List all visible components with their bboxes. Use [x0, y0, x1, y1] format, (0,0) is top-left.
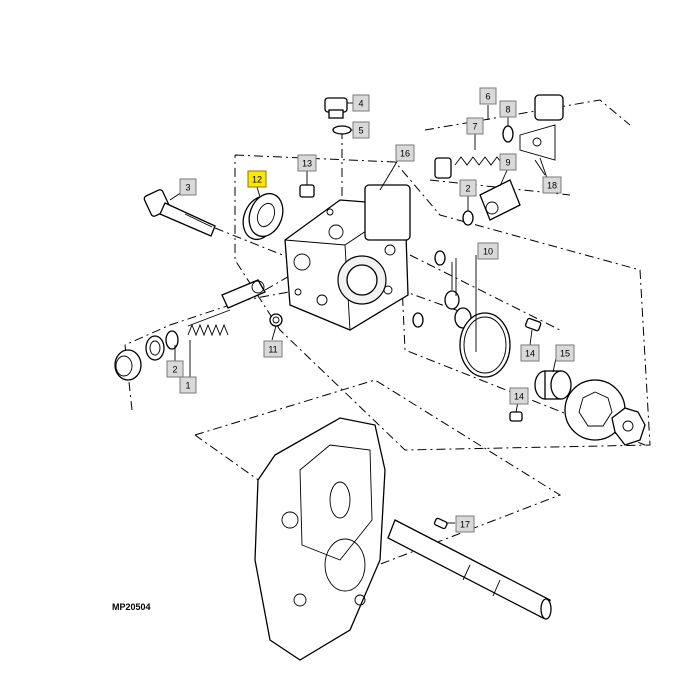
pin-upper: [524, 317, 542, 332]
washer-left: [145, 335, 165, 361]
main-housing: [254, 417, 386, 661]
bearing-highlighted: [242, 192, 284, 241]
top-oring: [332, 125, 352, 135]
callout-15: 15: [555, 344, 575, 362]
callout-4: 4: [352, 94, 370, 112]
callout-17: 17: [455, 515, 475, 533]
svg-text:9: 9: [505, 158, 510, 168]
callout-7: 7: [466, 117, 484, 135]
svg-text:15: 15: [560, 349, 570, 359]
svg-text:6: 6: [485, 92, 490, 102]
callout-3: 3: [179, 178, 197, 196]
svg-text:10: 10: [483, 247, 493, 257]
svg-text:7: 7: [472, 122, 477, 132]
svg-text:14: 14: [525, 349, 535, 359]
spring: [187, 309, 231, 337]
pin-lower: [509, 411, 523, 422]
callout-11: 11: [263, 340, 283, 358]
svg-text:12: 12: [252, 175, 262, 185]
upper-right-assembly: [434, 94, 564, 226]
svg-text:1: 1: [185, 381, 190, 391]
callout-16: 16: [395, 144, 415, 162]
drive-shaft: [387, 519, 552, 620]
callout-10: 10: [477, 242, 499, 260]
svg-text:11: 11: [268, 345, 277, 355]
top-plug: [324, 97, 348, 119]
callout-6: 6: [479, 87, 497, 105]
bolt: [143, 189, 216, 237]
filter-plug: [269, 313, 283, 327]
callout-18: 18: [542, 176, 562, 194]
small-fitting: [299, 184, 315, 198]
svg-text:13: 13: [302, 159, 312, 169]
seal-rings-right: [412, 250, 511, 378]
bushing: [534, 370, 572, 400]
callout-2-left: 2: [166, 360, 184, 378]
svg-text:16: 16: [400, 149, 410, 159]
assembly-outlines: [124, 99, 651, 566]
svg-text:3: 3: [185, 183, 190, 193]
relief-valve-spool: [221, 279, 266, 309]
shaft-key: [433, 517, 448, 530]
figure-id: MP20504: [112, 602, 151, 612]
callout-1: 1: [179, 376, 197, 394]
callout-13: 13: [297, 154, 317, 172]
svg-text:2: 2: [465, 184, 470, 194]
callout-5: 5: [352, 121, 370, 139]
svg-text:8: 8: [505, 105, 510, 115]
plug-left: [114, 349, 142, 381]
callout-8: 8: [499, 100, 517, 118]
svg-text:2: 2: [172, 365, 177, 375]
svg-text:17: 17: [460, 520, 470, 530]
callout-14-lower: 14: [509, 387, 529, 405]
callout-9: 9: [499, 153, 517, 171]
inner-gear: [611, 407, 646, 446]
seal-ring-left: [165, 330, 179, 350]
callout-2-right: 2: [459, 179, 477, 197]
svg-text:4: 4: [358, 99, 363, 109]
callout-14-upper: 14: [520, 344, 540, 362]
callout-12-highlighted: 12: [247, 170, 267, 188]
svg-text:14: 14: [514, 392, 524, 402]
svg-text:5: 5: [358, 126, 363, 136]
valve-housing: [284, 184, 411, 331]
svg-text:18: 18: [547, 181, 557, 191]
